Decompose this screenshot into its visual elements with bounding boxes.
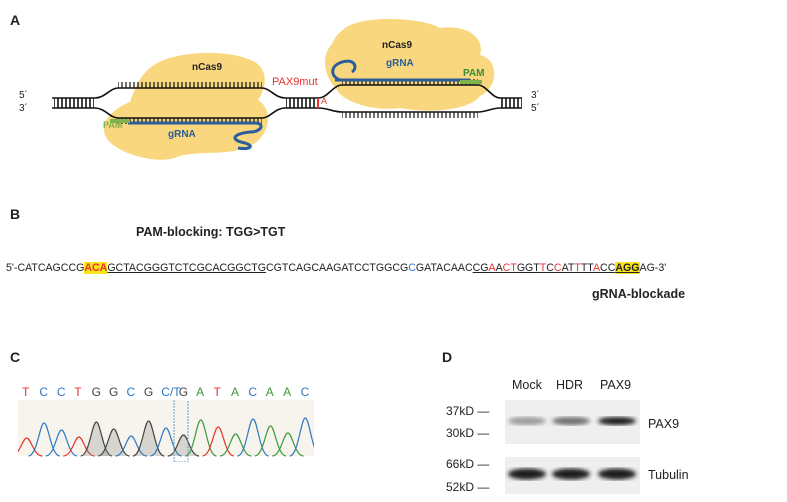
- marker-66kd: 66kD —: [446, 457, 490, 471]
- seq-silent-mut: T: [574, 262, 581, 274]
- sequence-line: 5'-CATCAGCCGACAGCTACGGGTCTCGCACGGCTGCGTC…: [6, 262, 666, 274]
- chromatogram-base: A: [196, 385, 205, 399]
- seq-silent-mut: T: [539, 262, 547, 274]
- seq-part: CC: [600, 262, 616, 274]
- seq-part: GGT: [516, 262, 540, 274]
- chromatogram-peak: [18, 437, 43, 457]
- panel-label-c: C: [10, 349, 21, 365]
- seq-silent-mut: C: [502, 262, 511, 274]
- seq-silent-mut: A: [592, 262, 601, 274]
- chromatogram-peak: [132, 420, 165, 457]
- seq-silent-mut: C: [553, 262, 562, 274]
- chromatogram-peak: [115, 435, 147, 457]
- seq-part: 5'-CATCAGCCG: [6, 262, 85, 274]
- chromatogram-base: G: [143, 385, 154, 399]
- chromatogram-peak: [272, 432, 304, 457]
- western-blot: [505, 400, 640, 494]
- lane-label-mock: Mock: [512, 378, 542, 392]
- grna-right-label: gRNA: [386, 58, 414, 69]
- ncas9-right-label: nCas9: [382, 40, 413, 51]
- chromatogram-base: C: [56, 385, 66, 399]
- grna-left-label: gRNA: [168, 129, 196, 140]
- pam-right-label: PAM: [463, 68, 485, 79]
- mut-base-label: A: [321, 96, 328, 106]
- marker-37kd: 37kD —: [446, 404, 490, 418]
- seq-part: AT: [561, 262, 575, 274]
- lane-label-pax9: PAX9: [600, 378, 632, 392]
- chromatogram-peak: [28, 422, 61, 457]
- strand-5prime-right: 5´: [531, 103, 540, 114]
- seq-part: CGTCAGCAAGATCCTGGCG: [266, 262, 409, 274]
- blot-band: [598, 417, 636, 425]
- blot-band: [598, 468, 636, 480]
- seq-mut-site: C: [408, 262, 416, 274]
- chromatogram-base: C: [126, 385, 136, 399]
- seq-grna-left: GCTACGGGTCTCGCACGGCTG: [107, 262, 267, 274]
- seq-part: AG-3': [639, 262, 667, 274]
- strand-3prime-right: 3´: [531, 90, 540, 101]
- chromatogram-base: A: [265, 385, 274, 399]
- panel-label-a: A: [10, 12, 21, 28]
- band-label-tubulin: Tubulin: [648, 468, 689, 482]
- chromatogram-base: C/T: [161, 385, 181, 399]
- chromatogram-peak: [237, 418, 269, 457]
- seq-part: CG: [472, 262, 489, 274]
- chromatogram-base: C: [248, 385, 258, 399]
- chromatogram-base: G: [91, 385, 101, 399]
- blot-band: [508, 417, 546, 425]
- chromatogram-base: G: [178, 385, 189, 399]
- seq-grna-right: CGAACTGGTTCCATTTTACC: [473, 262, 616, 274]
- seq-silent-mut: A: [488, 262, 496, 274]
- marker-52kd: 52kD —: [446, 480, 490, 494]
- ncas9-diagram: [52, 18, 522, 160]
- seq-part: A: [495, 262, 503, 274]
- ncas9-left-blob: [104, 52, 268, 160]
- panel-label-b: B: [10, 206, 21, 222]
- lane-label-hdr: HDR: [556, 378, 584, 392]
- grna-blockade-label: gRNA-blockade: [592, 287, 686, 301]
- chromatogram-base: C: [39, 385, 49, 399]
- pam-left-label: PAM: [103, 120, 123, 130]
- blot-band: [552, 417, 590, 425]
- seq-pam-c: C: [92, 262, 100, 274]
- strand-3prime-left: 3´: [19, 103, 28, 114]
- blot-band: [508, 468, 546, 480]
- chromatogram-peak: [80, 421, 113, 457]
- seq-pam-a2: A: [99, 262, 108, 274]
- blot-band: [552, 468, 590, 480]
- chromatogram-base: A: [230, 385, 239, 399]
- chromatogram-peak: [219, 433, 252, 457]
- pax9mut-label: PAX9mut: [272, 76, 318, 88]
- pam-blocking-label: PAM-blocking: TGG>TGT: [136, 225, 286, 239]
- seq-silent-mut: T: [510, 262, 517, 274]
- seq-pam-right: AGG: [615, 262, 640, 274]
- marker-30kd: 30kD —: [446, 426, 490, 440]
- chromatogram-base: A: [283, 385, 292, 399]
- chromatogram-base: T: [22, 385, 30, 399]
- chromatogram-peak: [63, 436, 95, 457]
- ncas9-right-blob: [325, 18, 495, 111]
- ncas9-left-label: nCas9: [192, 62, 223, 73]
- seq-part: TT: [580, 262, 593, 274]
- chromatogram-base: T: [74, 385, 82, 399]
- seq-part: C: [546, 262, 554, 274]
- panel-label-d: D: [442, 349, 453, 365]
- chromatogram-base: C: [300, 385, 310, 399]
- seq-pam-a: A: [84, 262, 92, 274]
- chromatogram-peak: [184, 419, 217, 457]
- chromatogram-base: T: [213, 385, 221, 399]
- band-label-pax9: PAX9: [648, 417, 680, 431]
- chromatogram-base: G: [109, 385, 119, 399]
- chromatogram-peak: [289, 417, 314, 457]
- chromatogram-trace: [18, 400, 314, 462]
- seq-part: GATACAAC: [415, 262, 473, 274]
- strand-5prime-left: 5´: [19, 90, 28, 101]
